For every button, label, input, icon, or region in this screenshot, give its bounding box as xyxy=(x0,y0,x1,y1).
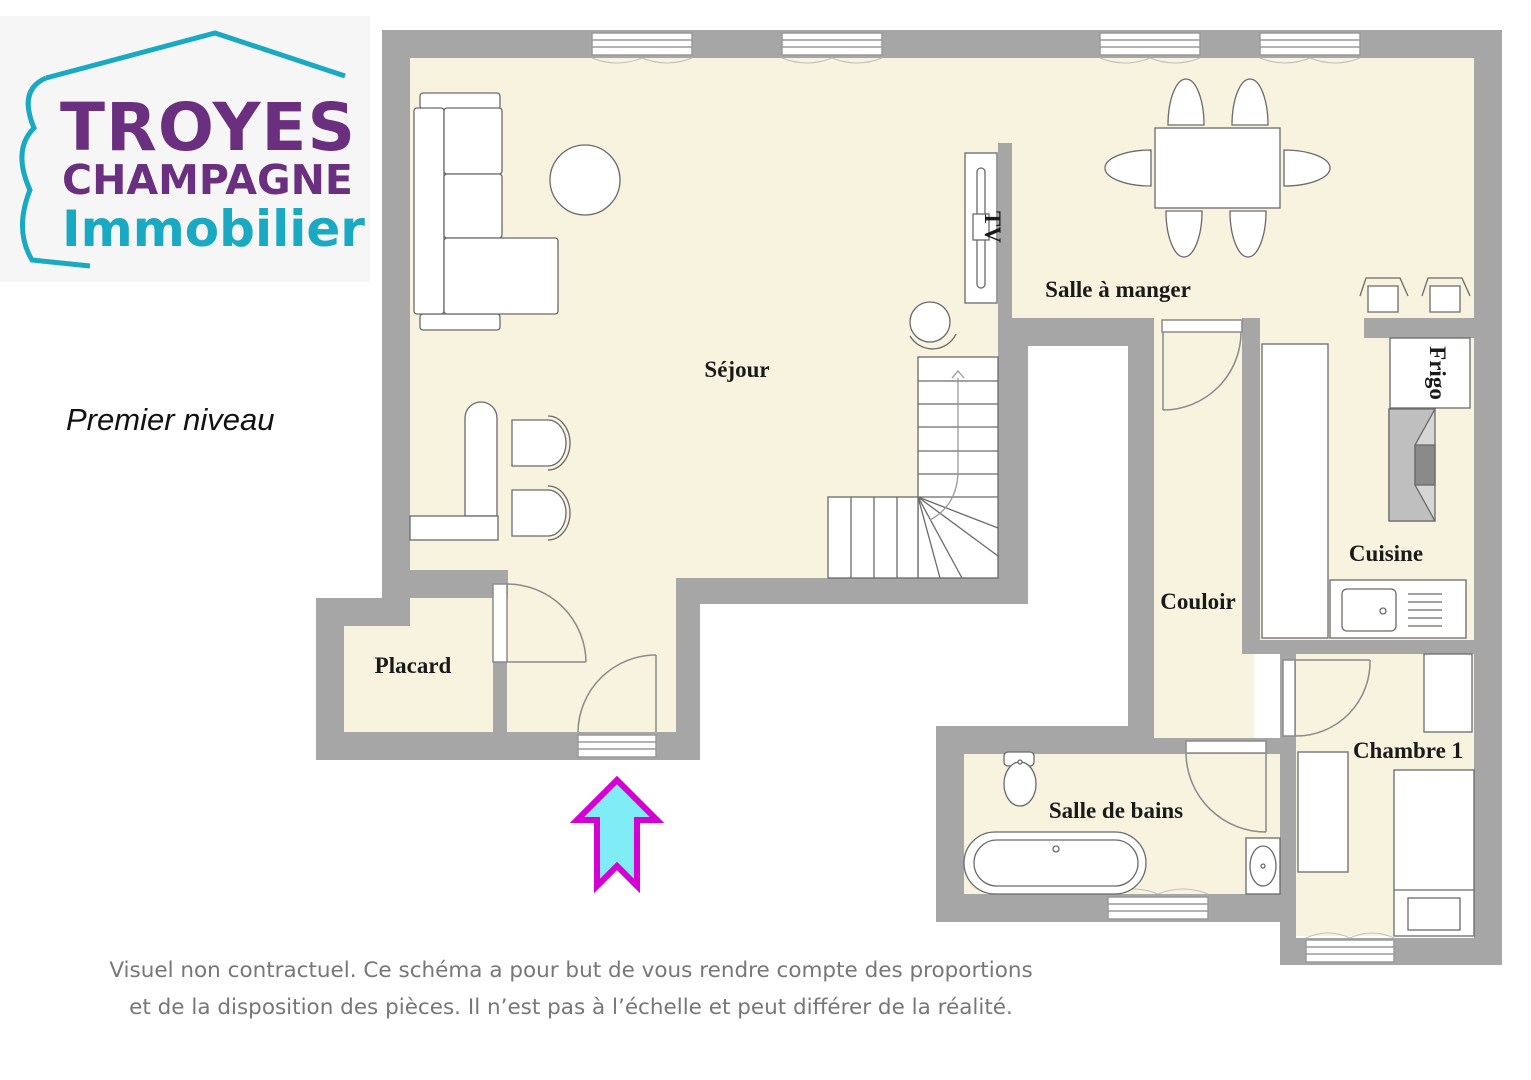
entrance-arrow-icon xyxy=(569,775,665,894)
couloir-door xyxy=(1161,319,1243,411)
room-label-salle-a-manger: Salle à manger xyxy=(1045,277,1191,302)
window-swings xyxy=(591,57,1395,939)
disclaimer-line-1: Visuel non contractuel. Ce schéma a pour… xyxy=(109,958,1033,983)
sofa xyxy=(413,92,559,331)
bathroom-sink xyxy=(1245,837,1281,895)
bed xyxy=(1393,769,1475,937)
logo-line-2: CHAMPAGNE xyxy=(62,156,353,204)
tv-label: TV xyxy=(980,211,1005,243)
disclaimer-line-2: et de la disposition des pièces. Il n’es… xyxy=(129,995,1013,1020)
bathtub xyxy=(963,831,1147,895)
doors xyxy=(492,319,1371,833)
dining-chairs xyxy=(1104,78,1331,258)
room-label-chambre: Chambre 1 xyxy=(1353,738,1463,763)
cooktop xyxy=(1388,408,1437,522)
entrance-door xyxy=(577,654,657,733)
disclaimer: Visuel non contractuel. Ce schéma a pour… xyxy=(40,952,1102,1026)
room-label-sejour: Séjour xyxy=(704,357,769,382)
bar-stools xyxy=(1359,277,1471,313)
bathroom-door xyxy=(1185,740,1267,833)
fridge-label: Frigo xyxy=(1425,346,1450,400)
level-label: Premier niveau xyxy=(66,402,275,437)
toilet xyxy=(1003,751,1037,807)
armchair xyxy=(909,301,957,350)
room-label-cuisine: Cuisine xyxy=(1349,541,1423,566)
placard-door xyxy=(492,583,587,663)
room-label-couloir: Couloir xyxy=(1160,589,1235,614)
chest xyxy=(1297,751,1349,873)
kitchen-sink xyxy=(1329,579,1467,639)
staircase xyxy=(827,356,999,579)
furniture xyxy=(409,78,1475,937)
desk xyxy=(409,401,499,541)
chambre-door xyxy=(1282,659,1371,737)
fridge xyxy=(1389,337,1471,409)
round-table xyxy=(549,144,621,216)
dining-table xyxy=(1154,127,1281,209)
logo: TROYES CHAMPAGNE Immobilier xyxy=(0,16,370,282)
kitchen-counter xyxy=(1261,343,1329,639)
logo-line-1: TROYES xyxy=(60,89,356,166)
logo-line-3: Immobilier xyxy=(62,200,365,258)
tv-unit xyxy=(964,152,998,304)
desk-chair xyxy=(511,485,571,541)
windows xyxy=(577,32,1395,963)
room-label-salle-de-bains: Salle de bains xyxy=(1049,798,1183,823)
room-label-placard: Placard xyxy=(375,653,452,678)
desk-chair xyxy=(511,415,571,471)
wardrobe xyxy=(1423,653,1473,733)
